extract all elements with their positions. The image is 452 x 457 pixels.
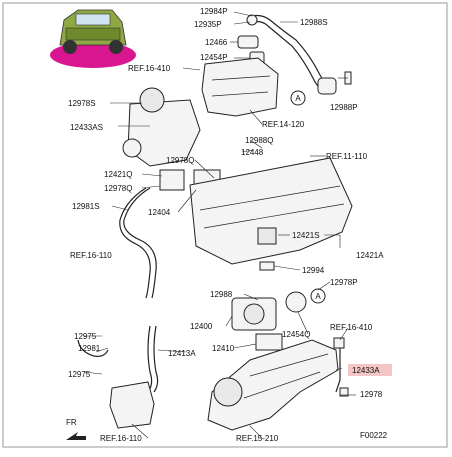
air-box — [201, 57, 279, 117]
label-12404[interactable]: 12404 — [148, 208, 171, 217]
bracket-12421q — [159, 169, 185, 191]
cylinder-head — [189, 157, 353, 271]
callout-label: A — [295, 94, 301, 103]
manifold-ribs — [243, 353, 329, 399]
label-12975-a[interactable]: 12975 — [74, 332, 97, 341]
valve-12400-port — [243, 303, 265, 325]
label-12400[interactable]: 12400 — [190, 322, 213, 331]
label-12988q[interactable]: 12988Q — [245, 136, 273, 145]
label-ref11-110[interactable]: REF.11-110 — [326, 152, 368, 161]
figure-code: F00222 — [360, 431, 388, 440]
vehicle-windshield — [75, 13, 111, 26]
label-12981[interactable]: 12981 — [78, 344, 101, 353]
valve-port — [122, 138, 142, 158]
label-12454p[interactable]: 12454P — [200, 53, 228, 62]
label-fr: FR — [66, 418, 77, 427]
label-12975-b[interactable]: 12975 — [68, 370, 91, 379]
air-box-ribs — [211, 75, 271, 97]
label-12421a[interactable]: 12421A — [356, 251, 384, 260]
connector-12433a — [333, 337, 345, 349]
vehicle-grille — [65, 27, 121, 41]
sensor-12421s — [257, 227, 277, 245]
label-12978q-a[interactable]: 12978Q — [166, 156, 194, 165]
vehicle-wheel-right — [109, 40, 123, 54]
vehicle-thumbnail — [50, 9, 136, 68]
gasket-12994 — [259, 261, 275, 271]
hose-12413a-inner — [153, 325, 159, 393]
label-12978s[interactable]: 12978S — [68, 99, 96, 108]
head-ribs — [199, 185, 345, 229]
leader-lines — [83, 11, 356, 439]
flange-12410 — [255, 333, 283, 351]
cooler-body — [109, 381, 155, 429]
label-ref14-120[interactable]: REF.14-120 — [262, 120, 305, 129]
label-12988s[interactable]: 12988S — [300, 18, 328, 27]
highlight-12433a — [348, 364, 392, 376]
callout-circle — [290, 90, 306, 106]
label-12935p[interactable]: 12935P — [194, 20, 222, 29]
callout-label: A — [315, 292, 321, 301]
clip-12978 — [339, 387, 349, 397]
label-12978p[interactable]: 12978P — [330, 278, 358, 287]
callout-a-lower[interactable]: A — [310, 288, 326, 304]
vehicle-wheel-left — [63, 40, 77, 54]
hose-fitting — [246, 14, 258, 26]
gasket-12466 — [237, 35, 259, 49]
hose-12413a — [147, 325, 153, 393]
thumbnail-backdrop — [50, 42, 136, 68]
manifold-body — [207, 339, 339, 431]
harness-12433a — [335, 342, 341, 393]
label-12994[interactable]: 12994 — [302, 266, 325, 275]
callout-a-upper[interactable]: A — [290, 90, 306, 106]
callout-circle — [310, 288, 326, 304]
label-12978q-b[interactable]: 12978Q — [104, 184, 132, 193]
manifold-port — [213, 377, 243, 407]
air-box-body — [201, 57, 279, 117]
part-labels: 12984P 12935P 12988S 12466 12454P REF.16… — [66, 7, 392, 443]
egr-cooler-lower — [77, 325, 159, 429]
intake-manifold — [207, 339, 339, 431]
label-12981s[interactable]: 12981S — [72, 202, 100, 211]
head-block — [189, 157, 353, 265]
pipe-12981s — [123, 187, 157, 299]
label-12466[interactable]: 12466 — [205, 38, 228, 47]
hose-12981 — [77, 339, 109, 357]
front-arrow-icon — [66, 432, 86, 440]
label-12988[interactable]: 12988 — [210, 290, 233, 299]
label-ref15-210[interactable]: REF.15-210 — [236, 434, 279, 443]
hose-clamp — [317, 77, 337, 95]
label-12984p[interactable]: 12984P — [200, 7, 228, 16]
label-12410[interactable]: 12410 — [212, 344, 235, 353]
label-12413a[interactable]: 12413A — [168, 349, 196, 358]
label-12988p[interactable]: 12988P — [330, 103, 358, 112]
label-12454q[interactable]: 12454Q — [282, 330, 310, 339]
label-12421s[interactable]: 12421S — [292, 231, 320, 240]
label-12433as[interactable]: 12433AS — [70, 123, 103, 132]
label-ref16-410-top[interactable]: REF.16-410 — [128, 64, 171, 73]
label-12421q[interactable]: 12421Q — [104, 170, 132, 179]
label-ref16-110-mid[interactable]: REF.16-110 — [70, 251, 112, 260]
label-ref16-110-bottom[interactable]: REF.16-110 — [100, 434, 142, 443]
label-12978[interactable]: 12978 — [360, 390, 383, 399]
wiring-harness-right — [333, 337, 349, 397]
label-12433a[interactable]: 12433A — [352, 366, 380, 375]
egr-valve-lower — [231, 291, 307, 351]
valve-actuator — [139, 87, 165, 113]
gasket-12454q — [285, 291, 307, 313]
label-ref16-410-right[interactable]: REF.16-410 — [330, 323, 373, 332]
label-12448[interactable]: 12448 — [241, 148, 264, 157]
